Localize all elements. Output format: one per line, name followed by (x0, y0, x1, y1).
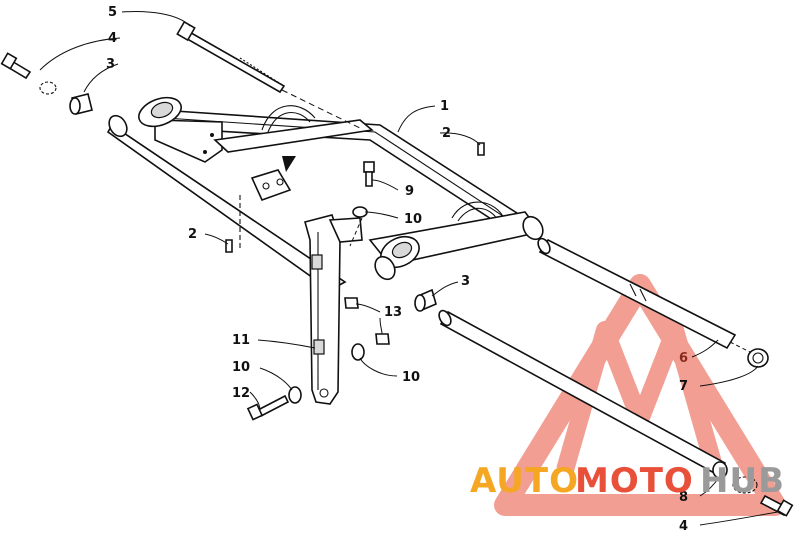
callout-12: 12 (232, 386, 250, 401)
link-arm (304, 214, 363, 405)
nut-7 (747, 348, 769, 368)
callout-11: 11 (232, 333, 250, 348)
bolt-5 (176, 20, 286, 94)
nut-13 (344, 297, 359, 309)
callout-3-top: 3 (106, 57, 115, 72)
callout-3-center: 3 (461, 274, 470, 289)
bolt-9 (363, 161, 375, 187)
callout-4-bottom: 4 (679, 519, 688, 534)
callout-10-left: 10 (232, 360, 250, 375)
bushing-3-center (414, 288, 437, 312)
bolt-2-left (225, 239, 233, 253)
callout-7: 7 (679, 379, 688, 394)
callout-10-right: 10 (402, 370, 420, 385)
watermark-moto: MOTO (575, 461, 694, 501)
callout-2-left: 2 (188, 227, 197, 242)
bolt-4-right (759, 494, 794, 517)
callout-labels: 5 4 3 1 2 9 10 2 3 13 11 10 10 12 6 7 8 … (106, 5, 688, 534)
callout-5: 5 (108, 5, 117, 20)
callout-9: 9 (405, 184, 414, 199)
washer-10-left (288, 386, 302, 404)
shaft-6 (537, 237, 737, 350)
callout-10-top: 10 (404, 212, 422, 227)
callout-13: 13 (384, 305, 402, 320)
main-frame (106, 96, 544, 291)
callout-1: 1 (440, 99, 449, 114)
bushing-3-left (69, 93, 93, 115)
watermark-text: AUTO MOTO HUB (470, 461, 785, 501)
washer-8 (712, 461, 758, 494)
watermark-hub: HUB (700, 461, 785, 501)
bolt-2-right (477, 142, 485, 156)
watermark-auto: AUTO (470, 461, 579, 501)
callout-6: 6 (679, 351, 688, 366)
direction-arrow (282, 156, 296, 172)
bolt-12 (246, 394, 290, 421)
callout-2-right: 2 (442, 126, 451, 141)
leader-lines (39, 11, 779, 526)
callout-4-top: 4 (108, 31, 117, 46)
washer-10-top (352, 206, 368, 218)
washer-10-right (351, 343, 365, 361)
callout-8: 8 (679, 490, 688, 505)
bolt-4-left (0, 52, 57, 95)
nut-13-lower (375, 333, 390, 345)
